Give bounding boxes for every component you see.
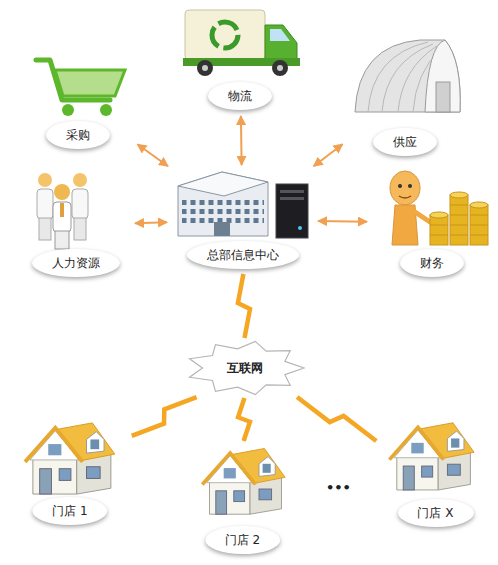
lightning-link [132,397,197,436]
department-node: 供应 [345,35,465,159]
people-icon [53,202,71,232]
headquarters-building [178,172,308,238]
truck-icon [277,65,283,71]
truck-icon [183,10,300,76]
people-icon [37,173,88,249]
finance-figure [398,184,402,188]
department-node: 门店 X [378,418,493,530]
finance-figure [390,171,430,245]
node-label: 总部信息中心 [187,241,299,269]
store-house [389,423,474,490]
store-house [25,423,115,494]
truck-icon [270,29,290,41]
coin-stacks [430,205,488,235]
ellipsis-label: ••• [326,480,351,495]
department-node: 人力资源 [20,170,132,280]
headquarters-building [280,190,304,193]
people-icon [39,218,51,240]
node-label: 门店 1 [32,497,107,525]
warehouse-icon [368,42,428,112]
node-label: 供应 [373,128,437,156]
truck-icon [212,22,238,48]
coin-stacks [450,195,468,245]
department-node: 总部信息中心 [170,168,315,272]
finance-figure [399,196,411,198]
finance-figure [390,171,420,205]
people-icon [37,189,53,219]
people-icon [38,173,52,187]
people-icon [74,218,86,240]
truck-icon [197,60,213,76]
people-icon [55,231,69,249]
cart-icon [36,60,125,116]
headquarters-building [178,172,268,236]
coin-stacks [430,192,488,245]
lightning-link [238,398,250,441]
department-node: 物流 [178,5,302,113]
node-label: 物流 [208,82,272,110]
store-house [202,449,285,515]
cart-icon [55,70,125,96]
department-node: 采购 [20,50,135,152]
people-icon [60,203,64,217]
coin-stacks [430,212,448,218]
people-icon [72,189,88,219]
people-icon [73,173,87,187]
headquarters-building [214,222,230,236]
coin-stacks [450,192,468,198]
node-label: 人力资源 [32,249,120,277]
truck-icon [265,25,297,63]
warehouse-icon [425,40,460,112]
headquarters-building [178,172,268,196]
warehouse-icon [355,40,460,112]
double-arrow [314,144,343,166]
headquarters-building [298,226,302,230]
cart-icon [100,104,112,116]
node-label: 财务 [400,249,464,277]
cart-icon [62,104,74,116]
node-label: 门店 2 [205,526,280,554]
department-node: 门店 2 [185,443,300,557]
lightning-link [238,274,250,338]
cart-icon [36,60,110,100]
coin-stacks [430,215,448,245]
headquarters-building [280,197,304,200]
truck-icon [272,60,288,76]
burst-shape [190,341,304,394]
people-icon [54,184,70,200]
double-arrow [240,116,243,165]
department-node: 门店 1 [10,418,130,528]
department-node: 财务 [370,165,493,280]
double-arrow [135,221,167,224]
truck-icon [185,10,265,60]
warehouse-icon [355,40,460,112]
double-arrow [137,144,168,166]
lightning-link [297,397,376,441]
finance-figure [415,212,430,222]
warehouse-icon [436,82,450,112]
network-burst: 互联网 [185,340,305,396]
network-label: 互联网 [227,361,263,375]
node-label: 采购 [46,121,110,149]
double-arrow [318,220,367,223]
finance-figure [408,184,412,188]
headquarters-building [276,184,308,238]
truck-icon [202,65,208,71]
node-label: 门店 X [397,499,473,527]
coin-stacks [470,202,488,208]
